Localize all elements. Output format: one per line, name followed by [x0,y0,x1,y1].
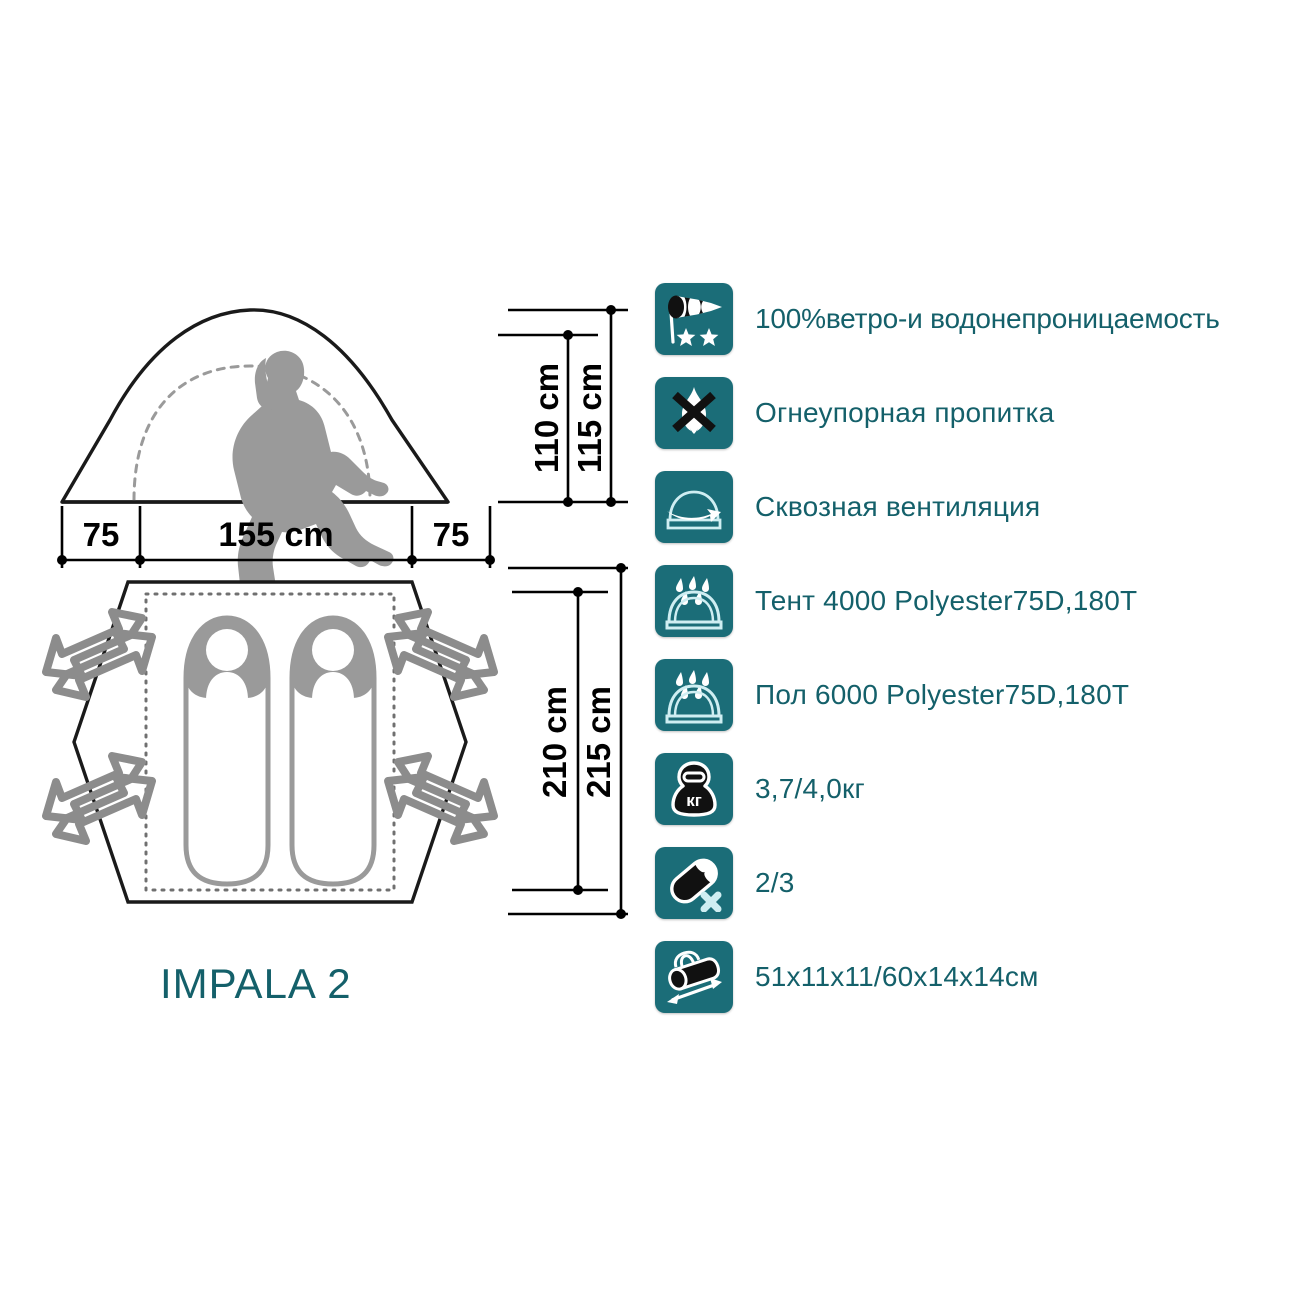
weight-kg-icon: кг [655,753,733,825]
ventilation-arrow-lower-left [42,752,156,845]
dim-label-vestibule-left: 75 [83,516,120,553]
sleeping-bag-head [206,629,248,671]
dim-dot [135,555,145,565]
feature-label: Огнеупорная пропитка [755,397,1055,428]
feature-label: 2/3 [755,867,795,898]
drawing-svg: 110 cm 115 cm 75 155 cm 75 [42,305,628,919]
feature-label: 100%ветро-и водонепроницаемость [755,303,1220,334]
sleeping-bag-right [289,615,377,887]
sleeping-bag-poles-icon [655,847,733,919]
feature-label: Пол 6000 Polyester75D,180T [755,679,1130,710]
dim-dot [573,885,583,895]
rain-tent-icon [655,565,733,637]
feature-row-flysheet: Тент 4000 Polyester75D,180T [655,565,1300,637]
elevation-view: 110 cm 115 cm 75 155 cm 75 [57,305,628,622]
feature-row-fire-retardant: Огнеупорная пропитка [655,377,1300,449]
tent-ventilation-icon [655,471,733,543]
dim-dot [485,555,495,565]
feature-row-weight: кг 3,7/4,0кг [655,753,1300,825]
ventilation-arrow-lower-right [384,752,498,845]
dim-dot [57,555,67,565]
rain-floor-icon [655,659,733,731]
product-title: IMPALA 2 [160,960,352,1007]
sleeping-bag-shoulders [206,672,248,700]
dim-label-height-inner: 110 cm [528,363,565,473]
no-fire-icon [655,377,733,449]
plan-view: 210 cm 215 cm [42,563,628,919]
feature-row-windproof-waterproof: 100%ветро-и водонепроницаемость [655,283,1300,355]
tent-inner-profile [132,364,372,502]
dim-dot [563,330,573,340]
feature-label: 3,7/4,0кг [755,773,865,804]
dim-dot [616,909,626,919]
carry-bag-icon [655,941,733,1013]
dim-label-depth-outer: 215 cm [580,686,617,798]
feature-list: 100%ветро-и водонепроницаемость Огнеупор… [655,283,1300,1035]
dim-dot [616,563,626,573]
feature-label: 51x11x11/60x14x14см [755,961,1039,992]
dim-label-depth-inner: 210 cm [536,686,573,798]
feature-label: Тент 4000 Polyester75D,180T [755,585,1138,616]
dim-label-height-outer: 115 cm [571,363,608,473]
tent-outer-profile [60,308,450,504]
inner-floor-outline [144,592,396,892]
seated-person-silhouette [232,350,394,622]
technical-drawing: 110 cm 115 cm 75 155 cm 75 [42,305,628,919]
dim-dot [573,587,583,597]
svg-text:кг: кг [686,791,702,810]
sleeping-bag-left [183,615,271,887]
dim-dot [563,497,573,507]
sleeping-bag-head [312,629,354,671]
feature-row-capacity-poles: 2/3 [655,847,1300,919]
dim-dot [606,305,616,315]
dim-dot [606,497,616,507]
windsock-stars-icon [655,283,733,355]
ventilation-arrow-upper-right [384,608,498,701]
dim-dot [407,555,417,565]
feature-label: Сквозная вентиляция [755,491,1041,522]
dim-label-vestibule-right: 75 [433,516,470,553]
dim-label-width-main: 155 cm [218,516,333,554]
sleeping-bag-shoulders [312,672,354,700]
feature-row-floor: Пол 6000 Polyester75D,180T [655,659,1300,731]
ventilation-arrow-upper-left [42,608,156,701]
feature-row-pack-size: 51x11x11/60x14x14см [655,941,1300,1013]
feature-row-ventilation: Сквозная вентиляция [655,471,1300,543]
